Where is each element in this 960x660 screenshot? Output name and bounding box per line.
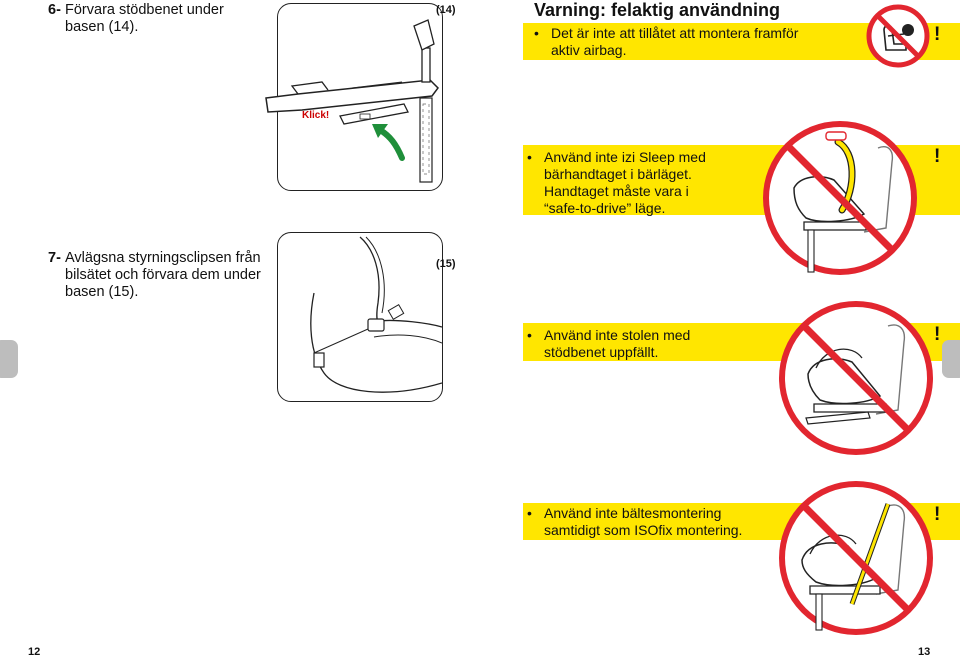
warning-title: Varning: felaktig användning [534, 0, 780, 21]
step-7-number: 7- [48, 250, 61, 267]
warning-2-line-2: bärhandtaget i bärläget. [544, 166, 692, 183]
warning-1-line-2: aktiv airbag. [551, 42, 626, 59]
click-label: Klick! [302, 110, 329, 121]
page-number-right: 13 [918, 646, 930, 658]
figure-15-illustration [278, 233, 442, 401]
page-number-left: 12 [28, 646, 40, 658]
warning-3-line-2: stödbenet uppfällt. [544, 344, 658, 361]
green-arrow-icon [370, 118, 406, 162]
no-folded-support-leg-icon [776, 298, 936, 458]
step-7: 7- Avlägsna styrningsclipsen från bilsät… [48, 250, 268, 306]
figure-15 [277, 232, 443, 402]
no-airbag-icon [866, 4, 930, 68]
figure-14-label: (14) [436, 4, 456, 16]
warning-2-line-1: Använd inte izi Sleep med [544, 149, 706, 166]
warning-3: • Använd inte stolen med stödbenet uppfä… [527, 327, 767, 361]
step-7-text: Avlägsna styrningsclipsen från bilsätet … [65, 250, 265, 301]
warning-1: • Det är inte att tillåtet att montera f… [534, 25, 834, 59]
step-6-number: 6- [48, 2, 61, 19]
right-thumb-tab [942, 340, 960, 378]
warning-1-line-1: Det är inte att tillåtet att montera fra… [551, 25, 798, 42]
warning-2-line-3: Handtaget måste vara i [544, 183, 689, 200]
warning-4: • Använd inte bältesmontering samtidigt … [527, 505, 787, 539]
warning-3-mark: ! [934, 324, 940, 346]
step-6-text: Förvara stödbenet under basen (14). [65, 2, 265, 36]
warning-4-mark: ! [934, 504, 940, 526]
warning-2: • Använd inte izi Sleep med bärhandtaget… [527, 149, 767, 217]
figure-14-illustration [262, 18, 452, 188]
warning-4-line-1: Använd inte bältesmontering [544, 505, 721, 522]
warning-1-mark: ! [934, 24, 940, 46]
no-belt-with-isofix-icon [776, 478, 936, 638]
warning-2-mark: ! [934, 146, 940, 168]
figure-15-label: (15) [436, 258, 456, 270]
warning-3-line-1: Använd inte stolen med [544, 327, 690, 344]
warning-2-line-4: “safe-to-drive” läge. [544, 200, 665, 217]
left-thumb-tab [0, 340, 18, 378]
no-carry-handle-icon [760, 118, 920, 278]
step-6: 6- Förvara stödbenet under basen (14). [48, 2, 268, 42]
warning-4-line-2: samtidigt som ISOfix montering. [544, 522, 742, 539]
